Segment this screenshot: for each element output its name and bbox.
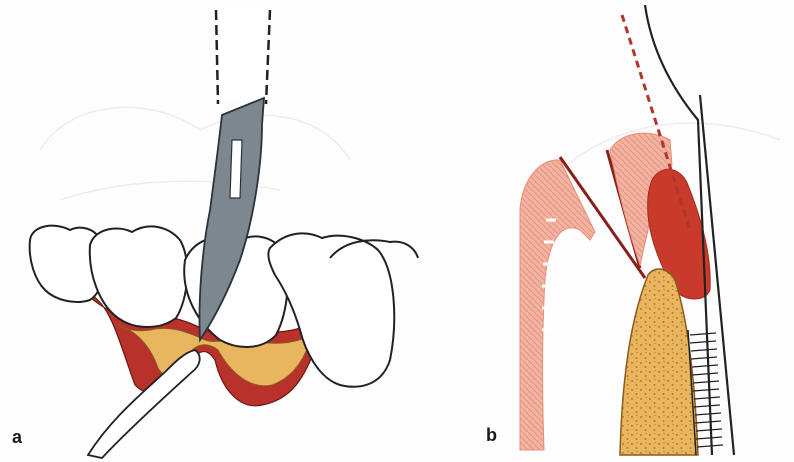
gingival-flap-outer bbox=[520, 160, 595, 450]
panel-label-a: a bbox=[12, 428, 22, 446]
scalpel-handle bbox=[216, 8, 270, 100]
panel-a bbox=[30, 8, 418, 458]
scalpel-slot bbox=[230, 140, 242, 198]
panel-label-b: b bbox=[486, 426, 497, 444]
tooth-2 bbox=[90, 226, 187, 327]
panel-b bbox=[520, 5, 734, 455]
